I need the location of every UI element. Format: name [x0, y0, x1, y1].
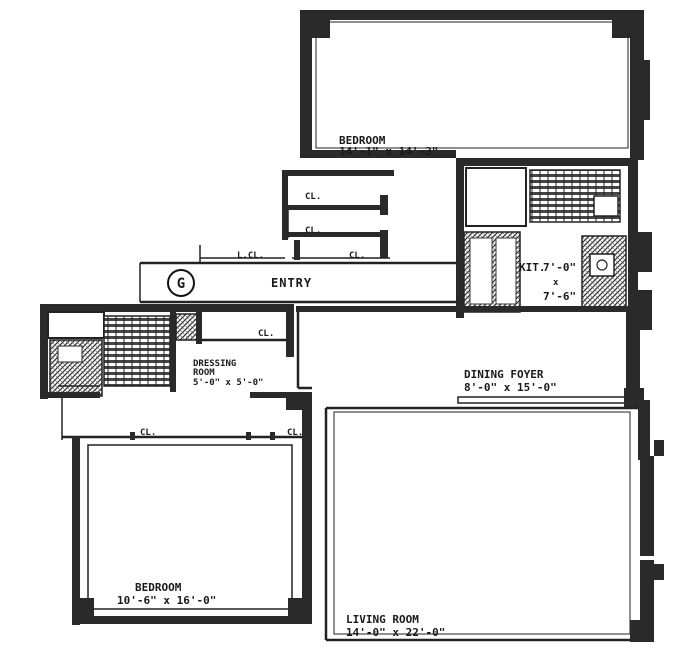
unit-marker-circle [167, 269, 195, 297]
dining-foyer [296, 306, 644, 408]
dining-foyer-dims: 8'-0" x 15'-0" [464, 381, 557, 394]
unit-marker-letter: G [177, 276, 185, 292]
closet-entry-label: CL. [349, 251, 365, 261]
closet-bed-right-label: CL. [287, 428, 303, 438]
closet-lower-label: CL. [305, 226, 321, 236]
closets-upper [199, 170, 394, 262]
living-room-dims: 14'-0" x 22'-0" [346, 626, 445, 639]
bath-dressing-block [40, 304, 312, 440]
bedroom-bottom [72, 398, 312, 625]
entry-hall [139, 261, 458, 304]
dressing-room-name1: DRESSING [193, 359, 236, 369]
bedroom-bottom-dims: 10'-6" x 16'-0" [117, 594, 216, 607]
kitchen [456, 158, 652, 330]
bedroom-top [300, 10, 650, 160]
closet-bed-left-label: CL. [140, 428, 156, 438]
kitchen-x: x [553, 278, 559, 288]
living-room-name: LIVING ROOM [346, 613, 419, 626]
closet-dressing-label: CL. [258, 329, 274, 339]
bedroom-top-dims: 14'-1" x 14'-3" [339, 145, 438, 158]
linen-closet-label: L.CL. [237, 251, 264, 261]
dressing-room-dims: 5'-0" x 5'-0" [193, 378, 263, 388]
kitchen-name: KIT. [519, 261, 546, 274]
kitchen-dim1: 7'-0" [543, 261, 576, 274]
dining-foyer-name: DINING FOYER [464, 368, 544, 381]
living-room [324, 400, 664, 642]
bedroom-top-name: BEDROOM [339, 134, 386, 147]
bedroom-bottom-name: BEDROOM [135, 581, 182, 594]
kitchen-dim2: 7'-6" [543, 290, 576, 303]
closet-upper-label: CL. [305, 192, 321, 202]
entry-name: ENTRY [271, 276, 312, 290]
dressing-room-name2: ROOM [193, 368, 215, 378]
